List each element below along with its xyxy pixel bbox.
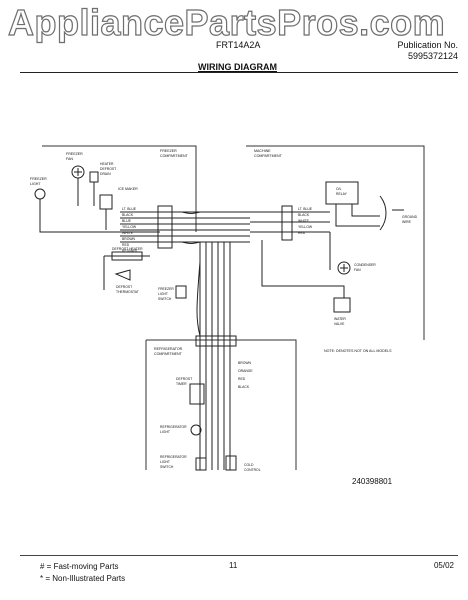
heater-label-3: DRAIN [100, 172, 111, 176]
wire-color-8: RED/WHT [122, 249, 138, 253]
refrigerator-light-label-1: REFRIGERATOR [160, 425, 187, 429]
refrigerator-light-switch [195, 457, 207, 471]
defrost-timer-label-2: TIMER [176, 382, 187, 386]
defrost-timer-label-1: DEFROST [176, 377, 192, 381]
refrigerator-light-switch-label-1: REFRIGERATOR [160, 455, 187, 459]
model-number: FRT14A2A [216, 40, 261, 50]
machine-wire-color-2: BLACK [298, 213, 310, 217]
ground-wire [379, 195, 404, 231]
freezer-light-switch-label-2: LIGHT [158, 292, 168, 296]
header-divider [20, 72, 458, 73]
legend-fast-moving: # = Fast-moving Parts [40, 562, 119, 571]
watermark-logo: AppliancePartsPros.com [7, 1, 446, 43]
refrigerator-compartment-label-2: COMPARTMENT [154, 352, 183, 356]
refrig-wire-color-4: BLACK [238, 385, 250, 389]
ground-label-2: WIRE [402, 220, 412, 224]
vertical-trunk [195, 242, 237, 470]
refrig-wire-color-1: BROWN [238, 361, 252, 365]
heater-label-2: DEFROST [100, 167, 116, 171]
ice-maker-label: ICE MAKER [118, 187, 138, 191]
machine-wire-color-5: RED [298, 231, 306, 235]
condenser-fan [329, 232, 351, 275]
refrigerator-light [190, 424, 202, 436]
publication-label: Publication No. [397, 40, 458, 50]
freezer-wire-harness [120, 205, 250, 249]
refrig-wire-color-2: ORANGE [238, 369, 253, 373]
overload-label-2: RELAY [336, 192, 348, 196]
legend-non-illustrated: * = Non-Illustrated Parts [40, 574, 126, 583]
bimetal-label-2: THERMOSTAT [116, 290, 139, 294]
drain-heater [89, 171, 99, 206]
note-text: NOTE: DENOTES NOT ON ALL MODELS [324, 349, 392, 353]
condenser-fan-label-2: FAN [354, 268, 361, 272]
overload-label-1: O/L [336, 187, 342, 191]
refrigerator-light-switch-label-3: SWITCH [160, 465, 174, 469]
machine-compartment-label-2: COMPARTMENT [254, 154, 283, 158]
machine-compartment-label-1: MACHINE [254, 149, 271, 153]
freezer-light-switch [175, 285, 187, 299]
publication-date: 05/02 [433, 561, 454, 570]
water-valve-label-1: WATER [334, 317, 346, 321]
wire-color-2: BLACK [122, 213, 134, 217]
refrigerator-light-label-2: LIGHT [160, 430, 170, 434]
machine-wire-color-1: LT. BLUE [298, 207, 313, 211]
heater-label-1: HEATER [100, 162, 114, 166]
bimetal-label-1: DEFROST [116, 285, 132, 289]
machine-wire-color-4: YELLOW [298, 225, 313, 229]
wire-color-6: BROWN [122, 237, 136, 241]
freezer-light-switch-label-1: FREEZER [158, 287, 174, 291]
wire-color-5: WHITE [122, 231, 134, 235]
figure-number: 240398801 [352, 477, 393, 486]
footer-divider [20, 555, 458, 556]
freezer-wire-color-labels: LT. BLUE BLACK BLUE YELLOW WHITE BROWN R… [122, 207, 138, 253]
machine-compartment-boundary [246, 145, 425, 340]
overload-relay [325, 181, 380, 227]
water-valve-label-2: VALVE [334, 322, 345, 326]
publication-info: Publication No. 5995372124 [397, 40, 458, 62]
page-number: 11 [229, 561, 238, 570]
defrost-timer [189, 383, 205, 405]
freezer-fan-label-2: FAN [66, 157, 73, 161]
freezer-fan-label-1: FREEZER [66, 152, 83, 156]
freezer-compartment-boundary [42, 145, 197, 232]
refrig-wire-color-3: RED [238, 377, 246, 381]
freezer-light-switch-label-3: SWITCH [158, 297, 172, 301]
refrigerator-compartment-boundary [146, 339, 297, 470]
page-title: WIRING DIAGRAM [198, 62, 277, 72]
condenser-fan-label-1: CONDENSER [354, 263, 376, 267]
cold-control-label-1: COLD [244, 463, 254, 467]
freezer-compartment-label-2: COMPARTMENT [160, 154, 189, 158]
machine-connector [250, 205, 330, 241]
freezer-light-label-2: LIGHT [30, 182, 41, 186]
freezer-light-label-1: FREEZER [30, 177, 47, 181]
water-valve [261, 240, 351, 313]
freezer-light [34, 188, 160, 233]
cold-control-label-2: CONTROL [244, 468, 261, 472]
ground-label-1: GROUND [402, 215, 418, 219]
ice-maker [99, 194, 113, 230]
publication-number: 5995372124 [407, 51, 458, 61]
machine-wire-color-labels: LT. BLUE BLACK WHITE YELLOW RED [298, 207, 313, 235]
refrigerator-compartment-label-1: REFRIGERATOR [154, 347, 183, 351]
defrost-heater [103, 251, 150, 290]
defrost-heater-label: DEFROST HEATER [112, 247, 143, 251]
freezer-fan [71, 165, 85, 206]
freezer-compartment-label-1: FREEZER [160, 149, 177, 153]
compartment-labels: FREEZER COMPARTMENT MACHINE COMPARTMENT … [154, 149, 283, 356]
refrig-wire-color-labels: BROWN ORANGE RED BLACK [238, 361, 253, 389]
cold-control [225, 455, 237, 471]
wire-color-1: LT. BLUE [122, 207, 137, 211]
defrost-thermostat [114, 269, 131, 281]
machine-wire-color-3: WHITE [298, 219, 310, 223]
footer-legend: # = Fast-moving Parts * = Non-Illustrate… [40, 561, 125, 585]
wire-color-4: YELLOW [122, 225, 137, 229]
refrigerator-light-switch-label-2: LIGHT [160, 460, 170, 464]
wire-color-7: RED [122, 243, 130, 247]
wire-color-3: BLUE [122, 219, 132, 223]
